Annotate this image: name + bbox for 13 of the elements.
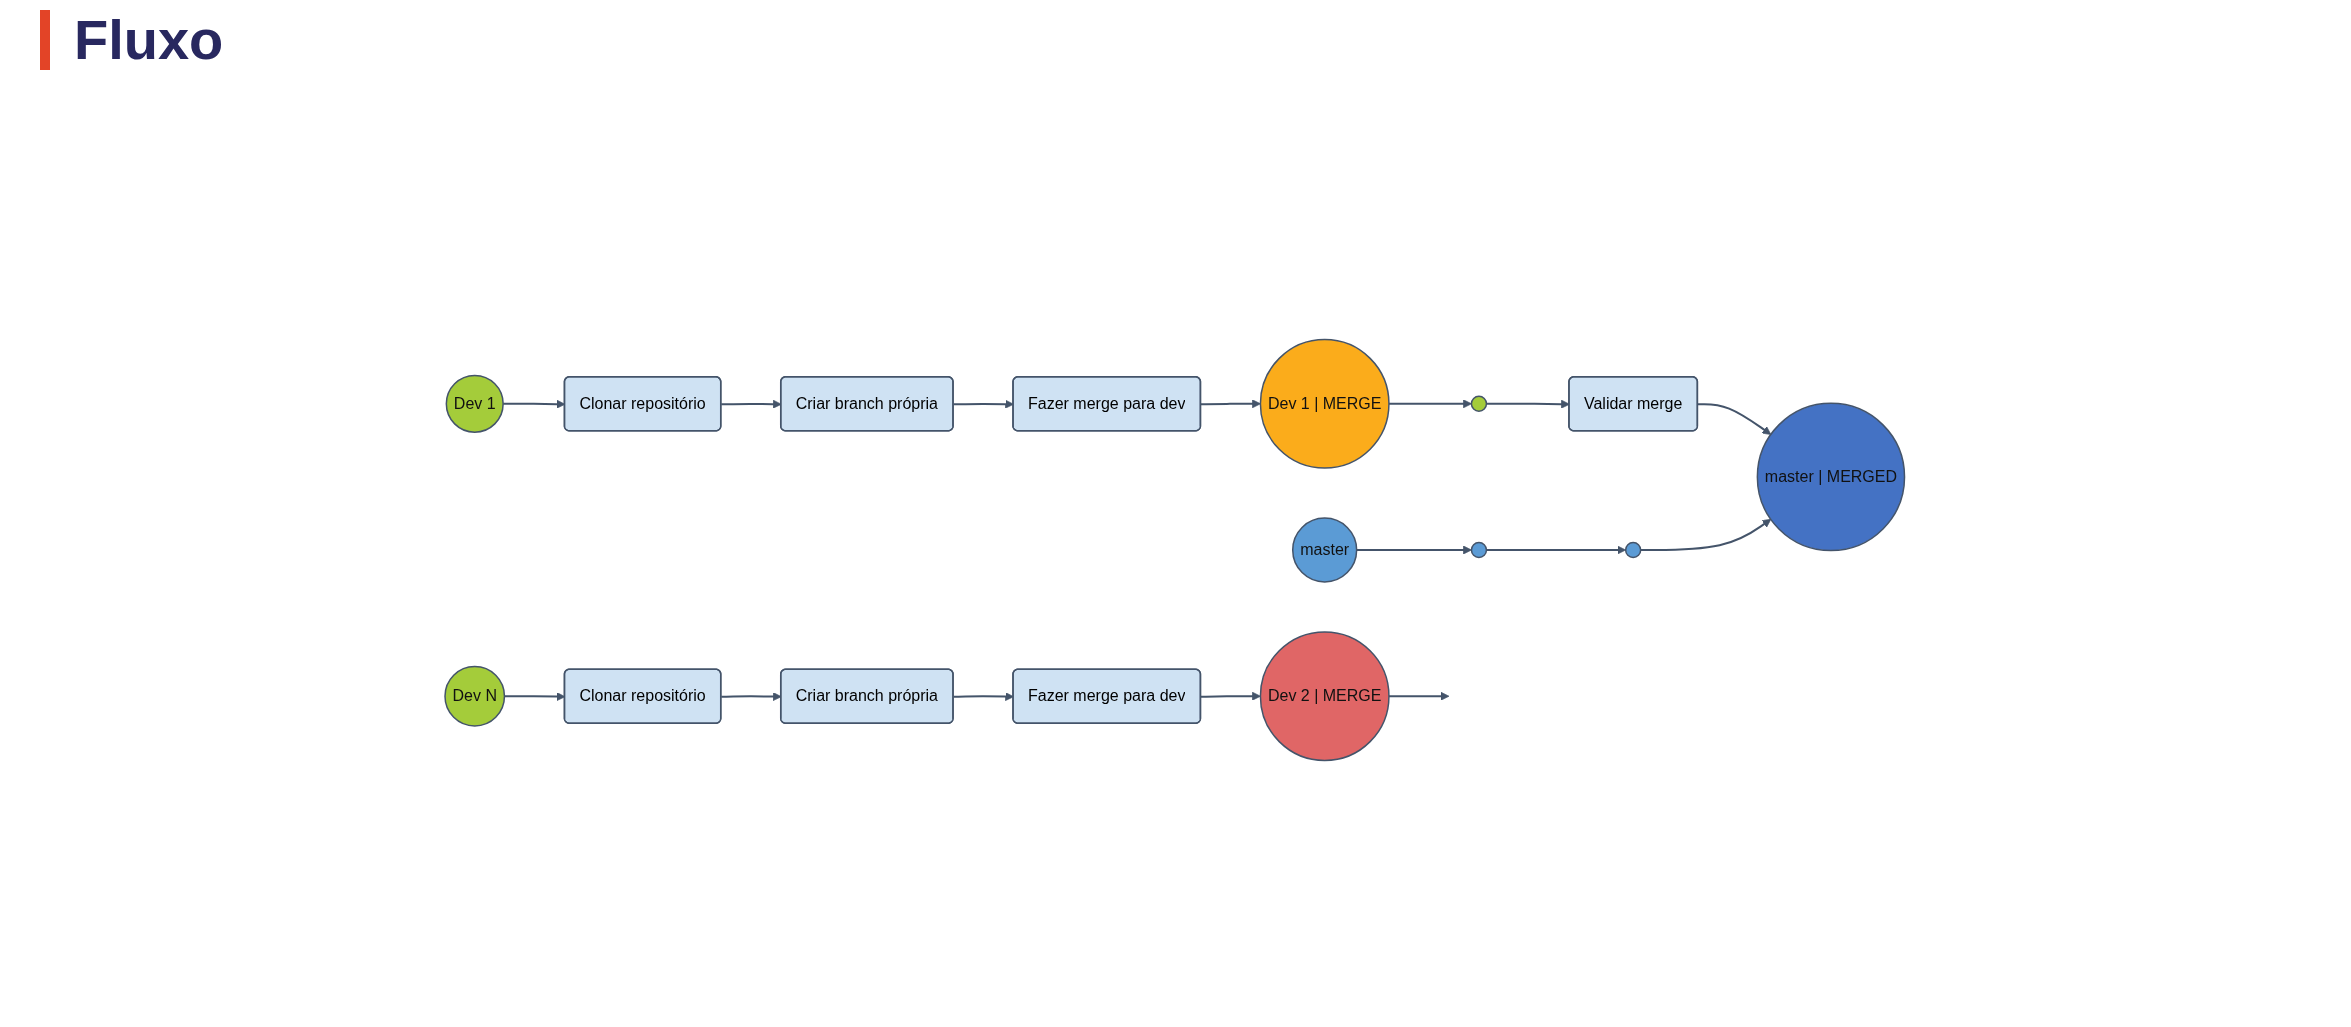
node-circle: Dev 1 | MERGE xyxy=(1259,338,1390,469)
arrow xyxy=(1697,403,1772,435)
node-circle xyxy=(1470,395,1488,413)
node-circle: master | MERGED xyxy=(1756,402,1906,552)
title: Fluxo xyxy=(40,10,224,70)
arrow xyxy=(1639,518,1772,551)
node-circle: Dev 2 | MERGE xyxy=(1259,631,1390,762)
node-circle: Dev 1 xyxy=(445,374,505,433)
node-circle: Dev N xyxy=(444,665,506,727)
node-circle xyxy=(1470,541,1488,559)
node-circle xyxy=(1625,541,1642,559)
node-circle: master xyxy=(1292,517,1358,583)
arrow xyxy=(1485,545,1627,555)
